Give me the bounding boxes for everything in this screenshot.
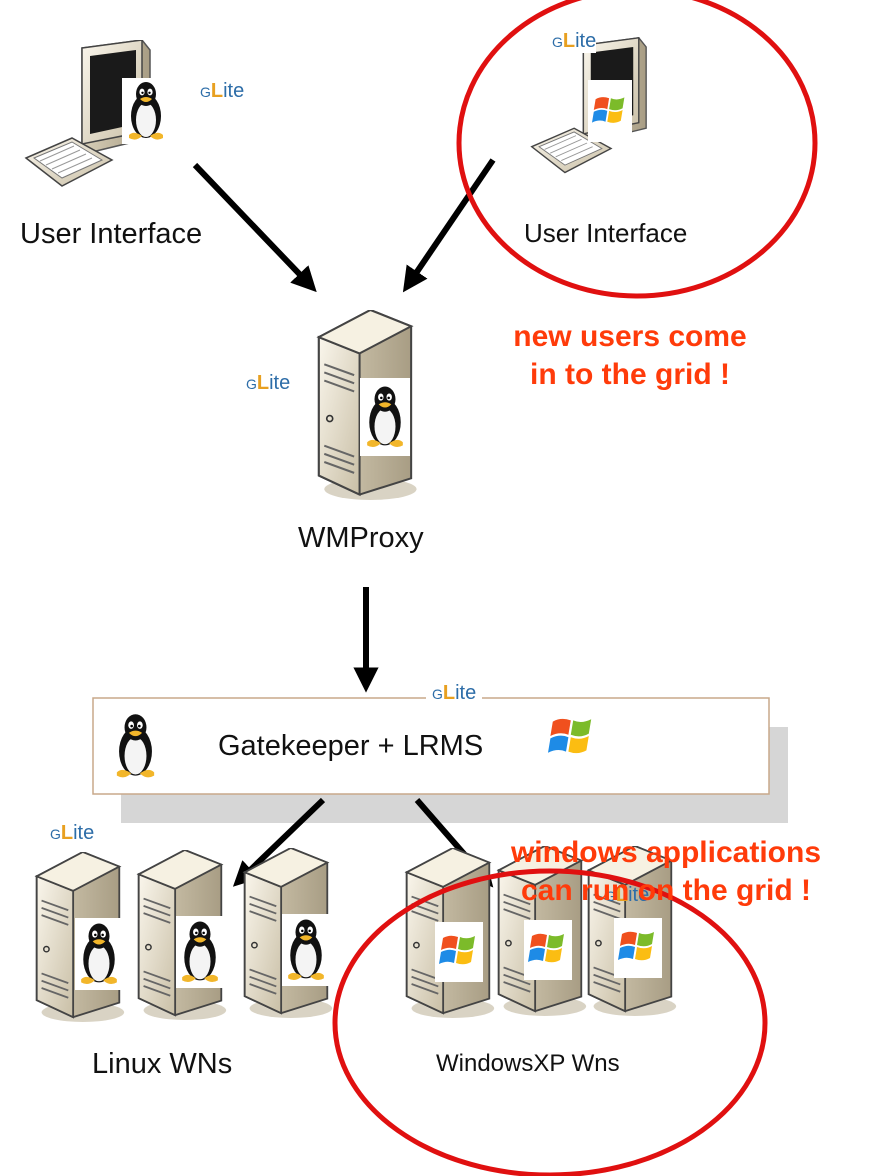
label-user-interface-windows: User Interface xyxy=(524,218,688,248)
arrow-ui-linux-to-wmproxy xyxy=(192,162,317,293)
annotation-windows-apps: windows applications can run on the grid… xyxy=(462,834,870,910)
gatekeeper-box xyxy=(92,697,770,795)
glite-logo: GLite xyxy=(426,682,483,705)
label-gatekeeper: Gatekeeper + LRMS xyxy=(218,730,484,762)
annotation-new-users-line1: new users come xyxy=(513,320,747,353)
annotation-new-users-line2: in to the grid ! xyxy=(530,358,730,391)
glite-logo: GLite xyxy=(605,884,650,906)
arrow-gatekeeper-to-linux-wns xyxy=(232,797,326,887)
glite-logo: GLite xyxy=(200,80,245,103)
label-user-interface-linux: User Interface xyxy=(20,218,203,250)
winflag-icon-bg xyxy=(588,80,632,142)
label-windowsxp-wns: WindowsXP Wns xyxy=(436,1050,620,1077)
arrow-ui-windows-to-wmproxy xyxy=(402,158,496,293)
highlight-ellipse-windows-wns xyxy=(332,868,768,1176)
label-wmproxy: WMProxy xyxy=(298,522,424,554)
annotation-windows-apps-line2: can run on the grid ! xyxy=(521,874,811,907)
annotation-new-users: new users come in to the grid ! xyxy=(470,318,790,394)
highlight-ellipse-new-users xyxy=(456,0,818,299)
glite-logo: GLite xyxy=(50,822,95,845)
annotation-windows-apps-line1: windows applications xyxy=(510,836,822,869)
label-linux-wns: Linux WNs xyxy=(92,1048,233,1080)
glite-logo: GLite xyxy=(246,372,291,395)
glite-logo: GLite xyxy=(552,30,597,53)
